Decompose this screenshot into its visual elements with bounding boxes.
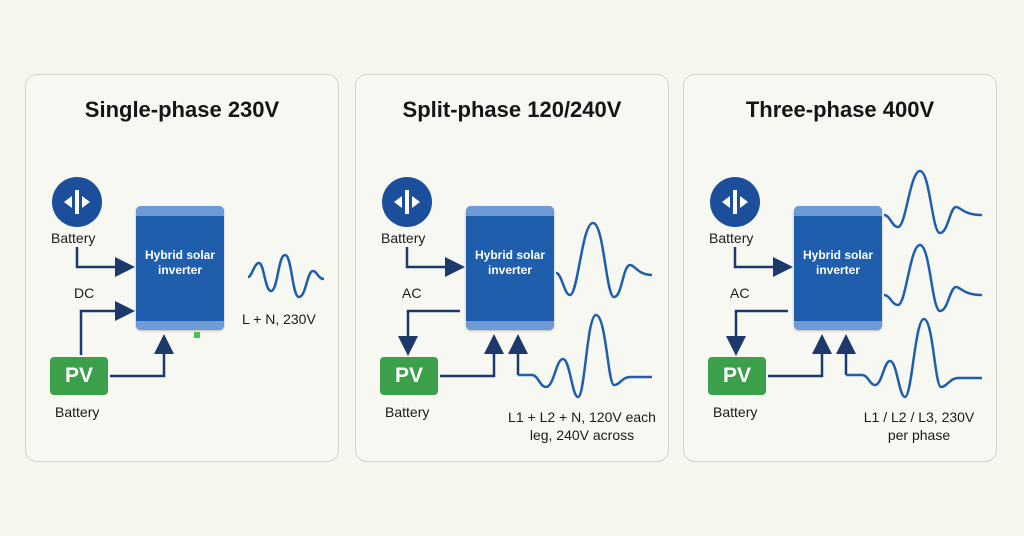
wiring [726, 169, 983, 399]
battery-icon [710, 177, 760, 227]
pv-wire [440, 334, 504, 378]
pv-battery-label: Battery [713, 404, 758, 420]
battery-label: Battery [51, 230, 96, 246]
pv-battery-label: Battery [385, 404, 430, 420]
output-label: L1 + L2 + N, 120V each leg, 240V across [496, 408, 668, 444]
panel-split-phase: Split-phase 120/240V Battery AC Hybrid s… [355, 74, 669, 462]
output-label-line2: leg, 240V across [529, 427, 635, 443]
wiring [398, 221, 653, 399]
inverter-bottom-cap [794, 321, 882, 330]
panel-three-phase: Three-phase 400V Battery AC Hybrid solar… [683, 74, 997, 462]
inverter-top-cap [466, 206, 554, 216]
sine-wave-icon [846, 317, 982, 399]
inverter-top-cap [136, 206, 224, 216]
sine-wave-icon [518, 313, 652, 399]
pv-panel: PV [380, 357, 438, 395]
output-label: L + N, 230V [242, 311, 316, 327]
panel-title: Split-phase 120/240V [402, 97, 622, 122]
link-label: AC [730, 285, 750, 301]
pv-panel: PV [50, 357, 108, 395]
inverter-bottom-cap [466, 321, 554, 330]
inverter-bottom-cap [136, 321, 224, 330]
battery-label: Battery [709, 230, 754, 246]
battery-icon [382, 177, 432, 227]
battery-wire [405, 247, 465, 277]
pv-wire [110, 334, 174, 378]
link-label: DC [74, 285, 95, 301]
sine-wave-icon [883, 243, 983, 313]
battery-icon [52, 177, 102, 227]
inverter-label: Hybrid solar inverter [144, 248, 216, 277]
link-label: AC [402, 285, 422, 301]
sine-wave-icon [555, 221, 653, 299]
inverter-label: Hybrid solar inverter [802, 248, 874, 277]
status-led [194, 332, 200, 338]
battery-label: Battery [381, 230, 426, 246]
sine-wave-icon [247, 253, 325, 299]
panel-title: Single-phase 230V [84, 97, 280, 122]
output-label-line1: L1 + L2 + N, 120V each [508, 409, 656, 425]
output-label-line1: L1 / L2 / L3, 230V [863, 409, 975, 425]
pv-battery-label: Battery [55, 404, 100, 420]
sine-wave-icon [883, 169, 983, 235]
pv-wire [768, 334, 832, 378]
hybrid-inverter: Hybrid solar inverter [466, 206, 554, 330]
panel-title: Three-phase 400V [745, 97, 935, 122]
wiring [75, 247, 325, 378]
dc-wire [79, 301, 135, 355]
panel-single-phase: Single-phase 230V Battery DC Hybrid sola… [25, 74, 339, 462]
pv-panel: PV [708, 357, 766, 395]
hybrid-inverter: Hybrid solar inverter [794, 206, 882, 330]
ac-wire [726, 309, 788, 356]
battery-wire [75, 247, 135, 277]
output-label: L1 / L2 / L3, 230V per phase [844, 408, 994, 444]
inverter-label: Hybrid solar inverter [474, 248, 546, 277]
ac-wire [398, 309, 460, 356]
output-label-line2: per phase [887, 427, 951, 443]
hybrid-inverter: Hybrid solar inverter [136, 206, 224, 330]
battery-wire [733, 247, 793, 277]
inverter-top-cap [794, 206, 882, 216]
